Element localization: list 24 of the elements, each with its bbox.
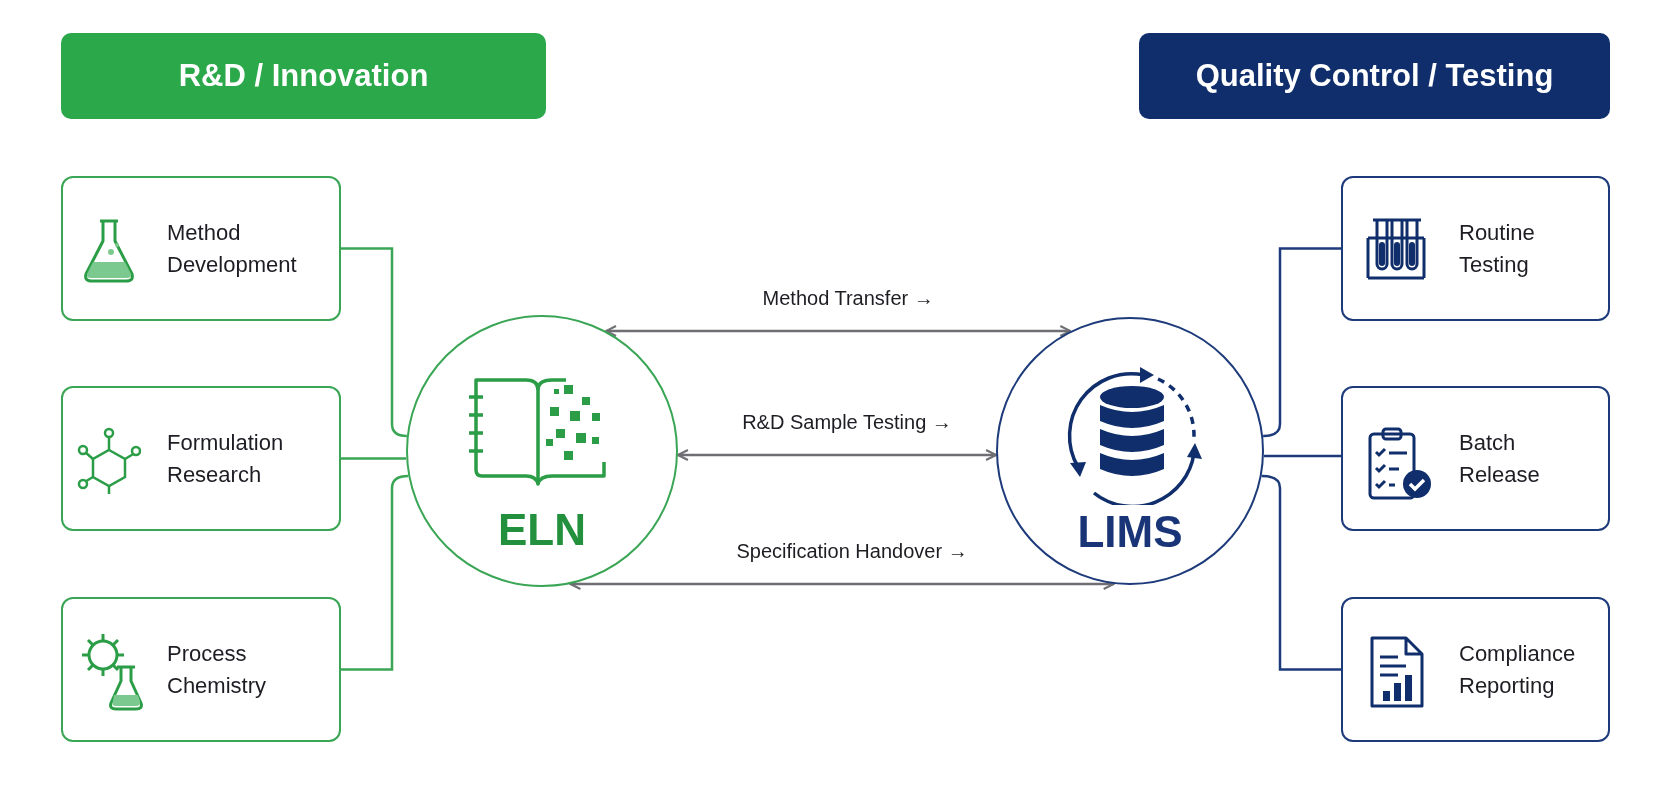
double-arrow <box>676 449 998 461</box>
section-header: R&D / Innovation <box>61 33 546 119</box>
process-card <box>1341 176 1610 321</box>
card-title: Method Development <box>167 218 298 279</box>
card-title: Routine Testing <box>1459 218 1536 279</box>
connector-line <box>1263 247 1341 438</box>
system-name: LIMS <box>1076 507 1184 557</box>
connector-line <box>1263 454 1341 458</box>
connector-line <box>1261 474 1341 671</box>
card-title: Compliance Reporting <box>1459 639 1577 700</box>
card-title: Process Chemistry <box>167 639 267 700</box>
process-card <box>1341 597 1610 742</box>
connector-line <box>341 474 409 671</box>
system-name: ELN <box>497 505 587 555</box>
section-header: Quality Control / Testing <box>1139 33 1610 119</box>
connector-line <box>341 247 407 438</box>
connector-line <box>341 457 407 460</box>
process-card <box>61 386 341 531</box>
process-card <box>61 176 341 321</box>
card-title: Batch Release <box>1459 428 1541 489</box>
double-arrow <box>605 325 1072 337</box>
process-card <box>1341 386 1610 531</box>
card-title: Formulation Research <box>167 428 285 489</box>
process-card <box>61 597 341 742</box>
